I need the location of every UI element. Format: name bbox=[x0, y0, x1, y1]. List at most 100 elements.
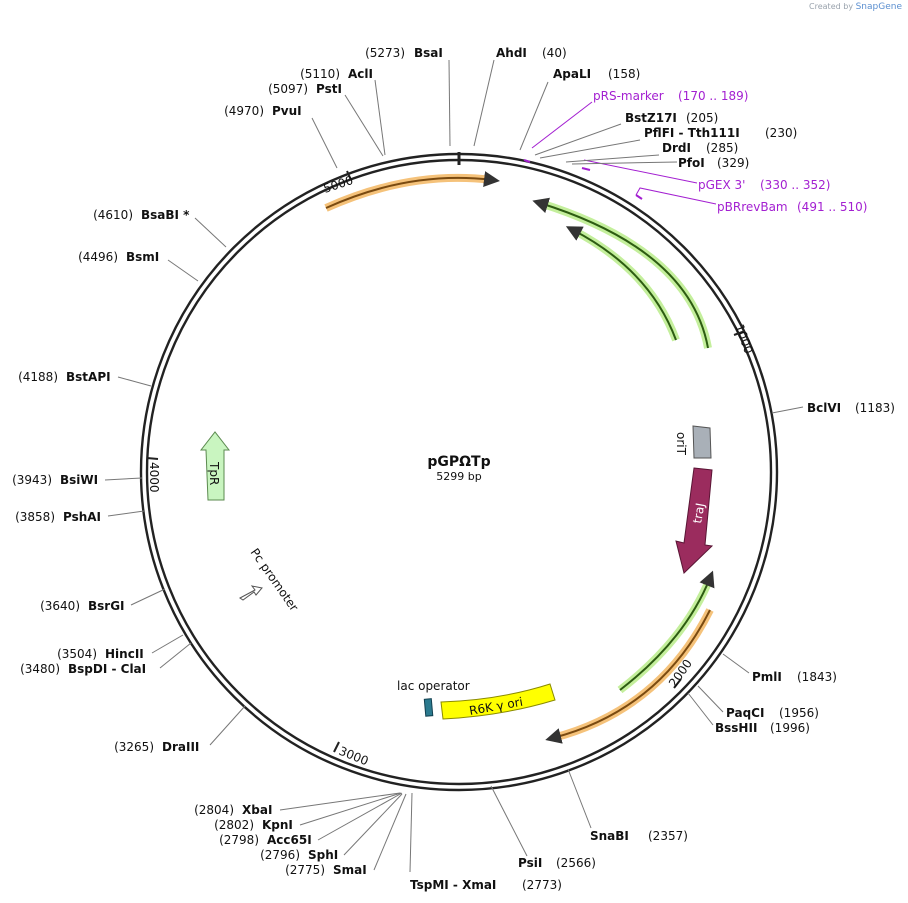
site-pos-snabi: (2357) bbox=[648, 829, 688, 843]
orange-feature-top bbox=[325, 171, 500, 209]
site-pos-psti: (5097) bbox=[268, 82, 308, 96]
site-pos-pmli: (1843) bbox=[797, 670, 837, 684]
primer-range-pgex: (330 .. 352) bbox=[760, 178, 830, 192]
lac-operator-feature bbox=[423, 698, 434, 717]
site-name-bstz17i: BstZ17I bbox=[625, 111, 677, 125]
site-pos-ahdi: (40) bbox=[542, 46, 567, 60]
primer-line-pbr bbox=[635, 187, 717, 205]
tick-label-4000: 4000 bbox=[147, 462, 161, 493]
primer-name-pgex: pGEX 3' bbox=[698, 178, 745, 192]
site-name-kpni: KpnI bbox=[262, 818, 293, 832]
tick-3000 bbox=[333, 741, 340, 753]
site-name-bsiwi: BsiWI bbox=[60, 473, 98, 487]
site-pos-bsmi: (4496) bbox=[78, 250, 118, 264]
site-name-bclvi: BclVI bbox=[807, 401, 841, 415]
site-name-draiii: DraIII bbox=[162, 740, 199, 754]
site-pos-draiii: (3265) bbox=[114, 740, 154, 754]
oriT-feature bbox=[692, 425, 712, 459]
primer-name-pbr: pBRrevBam bbox=[717, 200, 788, 214]
tick-1000 bbox=[733, 330, 746, 336]
green-feature-1-glow bbox=[538, 199, 712, 349]
site-pos-pflfi-tth111i: (230) bbox=[765, 126, 797, 140]
pc-promoter-label: Pc promoter bbox=[248, 546, 302, 614]
snapgene-logo: SnapGene bbox=[855, 2, 902, 12]
site-name-psti: PstI bbox=[316, 82, 342, 96]
site-name-smai: SmaI bbox=[333, 863, 367, 877]
primer-mark-pbr bbox=[635, 194, 643, 200]
site-pos-smai: (2775) bbox=[285, 863, 325, 877]
site-name-xbai: XbaI bbox=[242, 803, 272, 817]
site-name-pvui: PvuI bbox=[272, 104, 302, 118]
traJ-label: traJ bbox=[690, 502, 707, 525]
site-name-pfoi: PfoI bbox=[678, 156, 705, 170]
snapgene-branding: Created by SnapGene bbox=[809, 2, 902, 12]
created-by-text: Created by bbox=[809, 2, 854, 11]
site-name-tspmi-xmai: TspMI - XmaI bbox=[410, 878, 496, 892]
lac-operator-label: lac operator bbox=[397, 679, 470, 693]
site-name-bsai: BsaI bbox=[414, 46, 443, 60]
site-name-snabi: SnaBI bbox=[590, 829, 629, 843]
site-pos-bsabi: (4610) bbox=[93, 208, 133, 222]
site-pos-drdi: (285) bbox=[706, 141, 738, 155]
site-pos-bstz17i: (205) bbox=[686, 111, 718, 125]
primer-range-prs: (170 .. 189) bbox=[678, 89, 748, 103]
site-pos-bclvi: (1183) bbox=[855, 401, 895, 415]
site-pos-pvui: (4970) bbox=[224, 104, 264, 118]
site-name-bstapi: BstAPI bbox=[66, 370, 111, 384]
TpR-feature bbox=[199, 431, 231, 501]
site-name-pshai: PshAI bbox=[63, 510, 101, 524]
TpR-label: TpR bbox=[207, 461, 221, 485]
green-feature-2-glow bbox=[571, 226, 680, 342]
site-pos-sphi: (2796) bbox=[260, 848, 300, 862]
primer-line-prs bbox=[531, 101, 593, 149]
pc-promoter-feature bbox=[239, 585, 263, 601]
site-pos-pshai: (3858) bbox=[15, 510, 55, 524]
site-pos-hincii: (3504) bbox=[57, 647, 97, 661]
site-pos-paqci: (1956) bbox=[779, 706, 819, 720]
site-pos-bstapi: (4188) bbox=[18, 370, 58, 384]
primer-mark-prs bbox=[523, 159, 531, 163]
site-pos-pfoi: (329) bbox=[717, 156, 749, 170]
site-name-sphi: SphI bbox=[308, 848, 338, 862]
site-pos-acc65i: (2798) bbox=[219, 833, 259, 847]
site-pos-xbai: (2804) bbox=[194, 803, 234, 817]
site-pos-acli: (5110) bbox=[300, 67, 340, 81]
site-name-apali: ApaLI bbox=[553, 67, 591, 81]
site-name-bsrgi: BsrGI bbox=[88, 599, 125, 613]
site-pos-psii: (2566) bbox=[556, 856, 596, 870]
site-pos-bsrgi: (3640) bbox=[40, 599, 80, 613]
tick-5000 bbox=[346, 170, 352, 181]
site-name-paqci: PaqCI bbox=[726, 706, 764, 720]
site-name-hincii: HincII bbox=[105, 647, 144, 661]
site-name-pmli: PmlI bbox=[752, 670, 782, 684]
tick-4000 bbox=[146, 457, 159, 460]
site-name-pflfi-tth111i: PflFI - Tth111I bbox=[644, 126, 740, 140]
site-pos-bsai: (5273) bbox=[365, 46, 405, 60]
site-name-psii: PsiI bbox=[518, 856, 542, 870]
site-pos-bsshii: (1996) bbox=[770, 721, 810, 735]
site-name-bsabi: BsaBI * bbox=[141, 208, 190, 222]
site-name-bsshii: BssHII bbox=[715, 721, 757, 735]
r6k-ori-feature bbox=[440, 683, 556, 720]
plasmid-name: pGPΩTp bbox=[427, 454, 490, 470]
oriT-label: oriT bbox=[674, 432, 688, 456]
green-feature-3 bbox=[619, 570, 715, 691]
tick-2000 bbox=[673, 678, 682, 689]
site-name-drdi: DrdI bbox=[662, 141, 691, 155]
primer-range-pbr: (491 .. 510) bbox=[797, 200, 867, 214]
site-pos-bsiwi: (3943) bbox=[12, 473, 52, 487]
restriction-sites: (5273) BsaI AhdI (40) (5110) AclI ApaLI … bbox=[12, 46, 895, 892]
site-pos-tspmi-xmai: (2773) bbox=[522, 878, 562, 892]
green-feature-1 bbox=[532, 197, 709, 349]
site-pos-bspdi-clai: (3480) bbox=[20, 662, 60, 676]
green-feature-2 bbox=[565, 226, 677, 341]
tick-label-5000: 5000 bbox=[322, 173, 355, 196]
site-name-acli: AclI bbox=[348, 67, 373, 81]
primers: pRS-marker (170 .. 189) pGEX 3' (330 .. … bbox=[523, 89, 867, 214]
plasmid-length: 5299 bp bbox=[436, 470, 481, 483]
primer-mark-pgex bbox=[581, 167, 591, 171]
traJ-feature bbox=[675, 467, 714, 574]
site-name-ahdi: AhdI bbox=[496, 46, 527, 60]
tick-label-1000: 1000 bbox=[732, 322, 756, 355]
